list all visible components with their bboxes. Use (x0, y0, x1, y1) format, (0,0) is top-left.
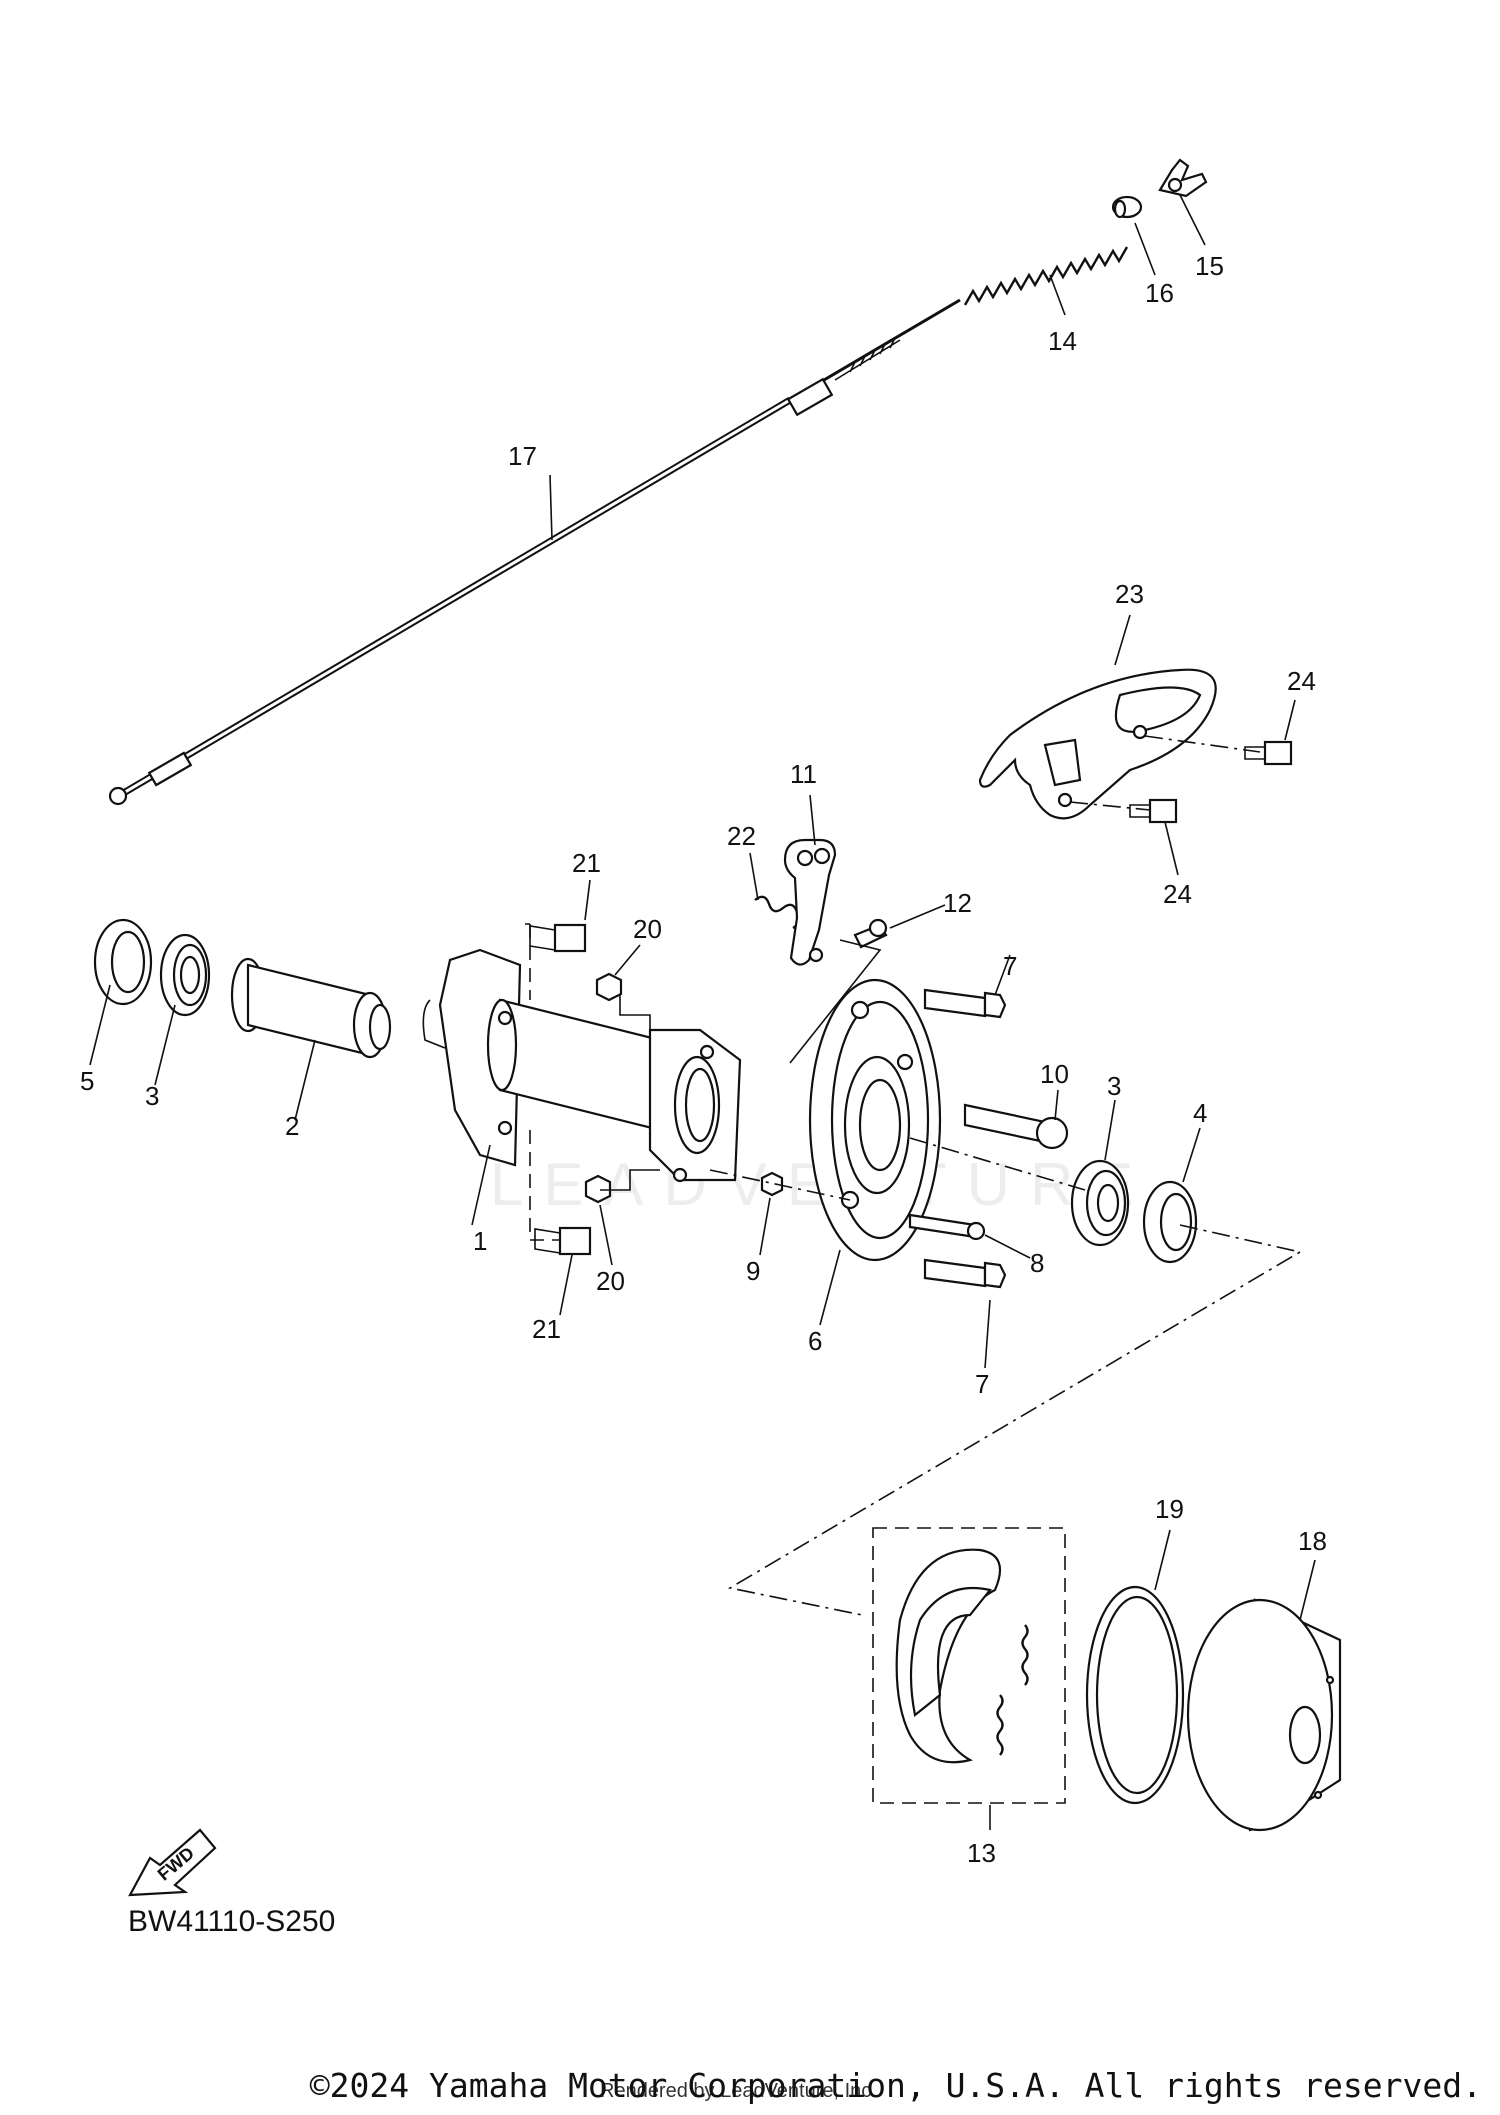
leader-lines (89, 194, 1316, 1830)
callout-19: 19 (1155, 1494, 1184, 1524)
fwd-arrow-icon: FWD (128, 1828, 217, 1897)
part-15-wing-nut[interactable] (1158, 158, 1208, 198)
callout-21-upper: 21 (572, 848, 601, 878)
callout-3-left: 3 (145, 1081, 159, 1111)
part-21-bolt-lower[interactable] (534, 1226, 592, 1256)
part-4-oil-seal[interactable] (1142, 1180, 1198, 1264)
callout-10: 10 (1040, 1059, 1069, 1089)
callout-2: 2 (285, 1111, 299, 1141)
callout-9: 9 (746, 1256, 760, 1286)
copyright-notice: ©2024 Yamaha Motor Corporation, U.S.A. A… (309, 2066, 1482, 2105)
callout-11: 11 (790, 759, 817, 789)
callout-24-upper: 24 (1287, 666, 1316, 696)
part-7-bolt-upper[interactable] (923, 988, 1007, 1019)
part-16-pin[interactable] (1111, 195, 1143, 219)
part-24-bolt-lower[interactable] (1129, 798, 1178, 824)
callout-13: 13 (967, 1838, 996, 1868)
part-6-brake-plate[interactable] (808, 978, 942, 1262)
callout-4: 4 (1193, 1098, 1207, 1128)
part-13-brake-shoe-kit[interactable] (872, 1527, 1066, 1804)
callout-3-right: 3 (1107, 1071, 1121, 1101)
part-5-oil-seal[interactable] (93, 918, 153, 1006)
part-10-cam-shaft[interactable] (963, 1103, 1069, 1150)
part-11-brake-arm[interactable] (783, 838, 837, 966)
callout-7-lower: 7 (975, 1369, 989, 1399)
callout-1: 1 (473, 1226, 487, 1256)
part-22-spring[interactable] (754, 895, 800, 930)
callout-7-upper: 7 (1003, 951, 1017, 981)
part-21-bolt-upper[interactable] (529, 923, 587, 953)
callout-18: 18 (1298, 1526, 1327, 1556)
callout-15: 15 (1195, 251, 1224, 281)
part-23-guard[interactable] (978, 668, 1217, 820)
callout-8: 8 (1030, 1248, 1044, 1278)
part-20-nut-lower[interactable] (584, 1174, 612, 1204)
callout-14: 14 (1048, 326, 1077, 356)
part-8-pin[interactable] (908, 1213, 986, 1241)
part-2-collar[interactable] (230, 957, 392, 1059)
part-12-bolt[interactable] (853, 918, 888, 949)
part-17-brake-cable[interactable] (108, 298, 961, 806)
part-19-ring[interactable] (1085, 1585, 1185, 1805)
callout-24-lower: 24 (1163, 879, 1192, 909)
part-20-nut-upper[interactable] (595, 972, 623, 1002)
callout-12: 12 (943, 888, 972, 918)
rendered-by-credit: Rendered by LeadVenture, Inc. (600, 2080, 877, 2102)
diagram-code: BW41110-S250 (128, 1905, 336, 1938)
callout-5: 5 (80, 1066, 94, 1096)
part-9-nut[interactable] (760, 1171, 784, 1197)
assembly-lines (525, 735, 1303, 1616)
part-18-brake-drum[interactable] (1186, 1598, 1342, 1832)
callouts: 1 2 3 3 4 5 6 7 7 8 9 10 11 12 13 14 15 … (80, 251, 1327, 1868)
callout-21-lower: 21 (532, 1314, 561, 1344)
callout-16: 16 (1145, 278, 1174, 308)
part-3-bearing-left[interactable] (159, 933, 211, 1017)
callout-17: 17 (508, 441, 537, 471)
part-24-bolt-upper[interactable] (1244, 740, 1293, 766)
part-3-bearing-right[interactable] (1070, 1159, 1130, 1247)
callout-20-lower: 20 (596, 1266, 625, 1296)
callout-23: 23 (1115, 579, 1144, 609)
part-7-bolt-lower[interactable] (923, 1258, 1007, 1289)
callout-20-upper: 20 (633, 914, 662, 944)
callout-6: 6 (808, 1326, 822, 1356)
part-1-hub-housing[interactable] (422, 948, 742, 1183)
part-14-spring[interactable] (963, 246, 1129, 306)
callout-22: 22 (727, 821, 756, 851)
